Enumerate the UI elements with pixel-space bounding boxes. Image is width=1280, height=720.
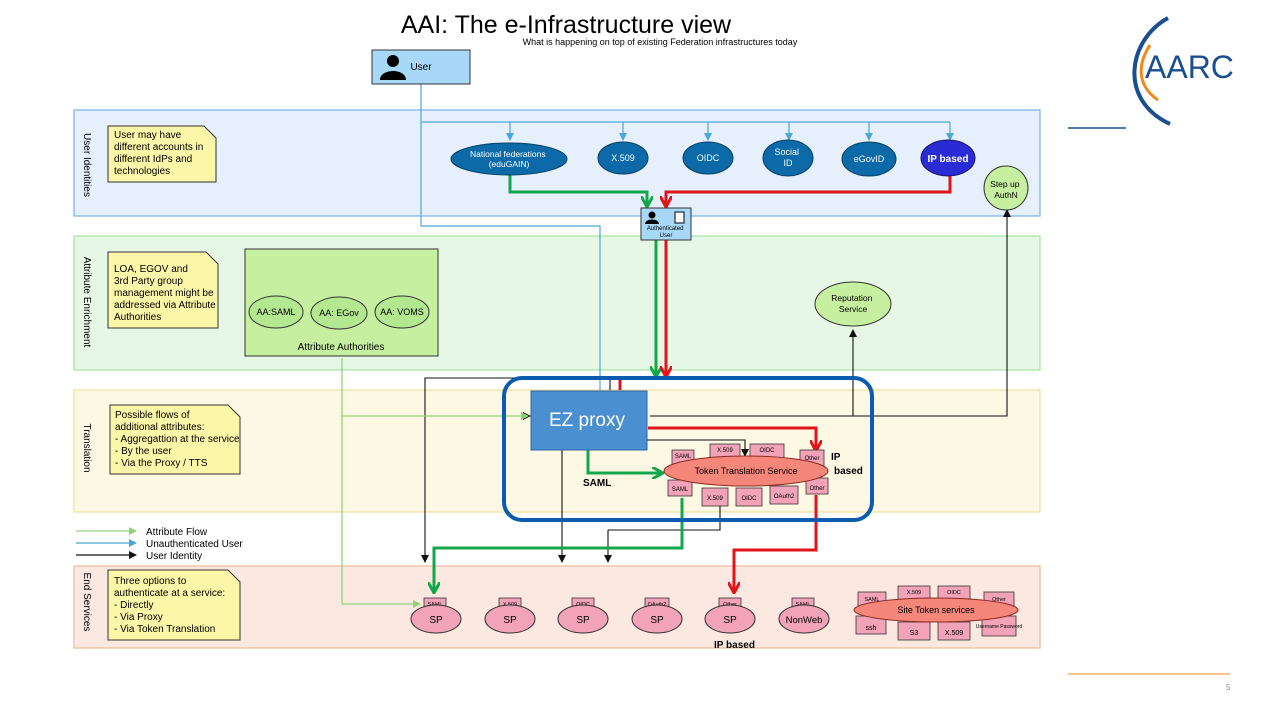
service-sp-oidc: OIDC SP [557, 597, 609, 634]
note-identities-text: User may have different accounts in diff… [114, 130, 206, 177]
site-token-bottom-tags: ssh S3 X.509 Username Password [855, 615, 1023, 641]
reputation-service: Reputation Service [814, 281, 892, 327]
idp-egovid: eGovID [841, 141, 897, 177]
ip-based-flow-label-1: IP [831, 452, 841, 463]
ez-proxy-label: EZ proxy [549, 410, 626, 431]
site-token-services: SAML X.509 OIDC Other ssh S3 X.509 Usern… [853, 585, 1023, 641]
legend-user-identity: User Identity [146, 551, 202, 562]
aa-voms: AA: VOMS [380, 307, 424, 317]
note-translation-text: Possible flows of additional attributes:… [115, 410, 242, 469]
svg-text:OAuth2: OAuth2 [774, 494, 795, 500]
svg-text:SP: SP [429, 615, 443, 626]
legend-unauthenticated: Unauthenticated User [146, 539, 243, 550]
svg-text:Social ID: Social ID [774, 147, 801, 168]
idp-national-federations: National federations (eduGAIN) [450, 142, 568, 176]
attribute-flows [341, 358, 529, 608]
svg-text:X.509: X.509 [717, 448, 733, 454]
note-enrichment: LOA, EGOV and 3rd Party group management… [107, 251, 219, 329]
svg-text:Reputation Service: Reputation Service [831, 293, 875, 314]
svg-text:SP: SP [650, 615, 664, 626]
note-enrichment-text: LOA, EGOV and 3rd Party group management… [114, 264, 219, 323]
svg-text:SAML: SAML [672, 487, 689, 493]
note-services-text: Three options to authenticate at a servi… [114, 576, 228, 635]
svg-text:Username Password: Username Password [976, 624, 1023, 630]
note-identities: User may have different accounts in diff… [107, 125, 217, 183]
page-number: 5 [1226, 683, 1231, 692]
red-flow [618, 176, 952, 592]
unauthenticated-flows [420, 84, 954, 390]
svg-text:Other: Other [804, 456, 819, 462]
svg-text:Authenticated User: Authenticated User [647, 226, 685, 239]
authenticated-user: Authenticated User [640, 207, 692, 241]
user-label: User [410, 62, 432, 73]
idp-social-id: Social ID [762, 139, 814, 177]
svg-text:OIDC: OIDC [947, 590, 961, 596]
service-nonweb: SAML NonWeb [778, 597, 830, 634]
idp-x509: X.509 [597, 141, 649, 175]
tts-bottom-tags: SAML X.509 OIDC OAuth2 Other [667, 477, 829, 507]
aa-saml: AA:SAML [256, 307, 295, 317]
tts-label: Token Translation Service [694, 466, 797, 476]
step-up-authn: Step up AuthN [983, 165, 1029, 211]
service-sp-oauth2: OAuth2 SP [631, 597, 683, 634]
end-services: SAML SP X.509 SP OIDC SP OAuth2 SP Other… [410, 597, 830, 634]
svg-text:SAML: SAML [675, 454, 692, 460]
logo-text: AARC [1145, 49, 1234, 85]
svg-text:SP: SP [576, 615, 590, 626]
svg-text:X.509: X.509 [611, 153, 635, 163]
ez-proxy: EZ proxy [530, 390, 648, 451]
svg-text:Step up AuthN: Step up AuthN [990, 179, 1022, 200]
idp-oidc: OIDC [682, 141, 734, 175]
green-flow [434, 174, 684, 592]
idp-ip-based: IP based [920, 139, 976, 177]
svg-text:eGovID: eGovID [854, 154, 885, 164]
legend-attribute-flow: Attribute Flow [146, 527, 208, 538]
svg-text:OIDC: OIDC [742, 496, 758, 502]
svg-text:SAML: SAML [865, 597, 880, 603]
svg-text:X.509: X.509 [707, 496, 723, 502]
band-label-translation: Translation [81, 423, 92, 472]
note-translation: Possible flows of additional attributes:… [109, 404, 242, 475]
band-label-identities: User Identities [81, 133, 92, 197]
aa-egov: AA: EGov [319, 308, 359, 318]
ip-based-flow-label-2: based [834, 466, 863, 477]
saml-flow-label: SAML [583, 478, 611, 489]
attribute-authorities: AA:SAML AA: EGov AA: VOMS Attribute Auth… [244, 248, 439, 357]
legend: Attribute Flow Unauthenticated User User… [76, 527, 243, 562]
service-sp-x509: X.509 SP [484, 597, 536, 634]
svg-text:X.509: X.509 [907, 590, 921, 596]
svg-text:Other: Other [809, 486, 824, 492]
svg-text:NonWeb: NonWeb [786, 615, 823, 626]
svg-text:IP based: IP based [928, 154, 969, 165]
band-label-enrichment: Attribute Enrichment [81, 257, 92, 348]
user-icon [387, 55, 399, 67]
svg-text:SP: SP [723, 615, 737, 626]
note-services: Three options to authenticate at a servi… [107, 569, 241, 641]
proxy-highlight-frame [502, 376, 874, 522]
token-translation-service: SAML X.509 OIDC Other SAML X.509 OIDC OA… [663, 443, 829, 507]
slide-subtitle: What is happening on top of existing Fed… [523, 37, 798, 47]
svg-text:National federations (ed: National federations (eduGAIN) [470, 149, 548, 169]
service-sp-saml: SAML SP [410, 597, 462, 634]
user-node: User [371, 49, 471, 85]
slide-title: AAI: The e-Infrastructure view [401, 11, 732, 39]
attribute-authorities-title: Attribute Authorities [298, 342, 385, 353]
site-token-label: Site Token services [897, 605, 975, 615]
svg-text:OIDC: OIDC [760, 448, 776, 454]
aarc-logo: AARC [1132, 16, 1234, 126]
svg-text:ssh: ssh [866, 625, 877, 632]
document-icon [674, 211, 685, 224]
band-label-services: End Services [81, 573, 92, 632]
svg-text:X.509: X.509 [945, 630, 963, 637]
ip-based-sp-label: IP based [714, 640, 755, 651]
band-attribute-enrichment [73, 235, 1041, 371]
service-sp-other: Other SP [704, 597, 756, 634]
svg-text:S3: S3 [910, 630, 919, 637]
svg-text:SP: SP [503, 615, 517, 626]
svg-text:OIDC: OIDC [697, 153, 720, 163]
svg-text:Other: Other [992, 597, 1006, 603]
